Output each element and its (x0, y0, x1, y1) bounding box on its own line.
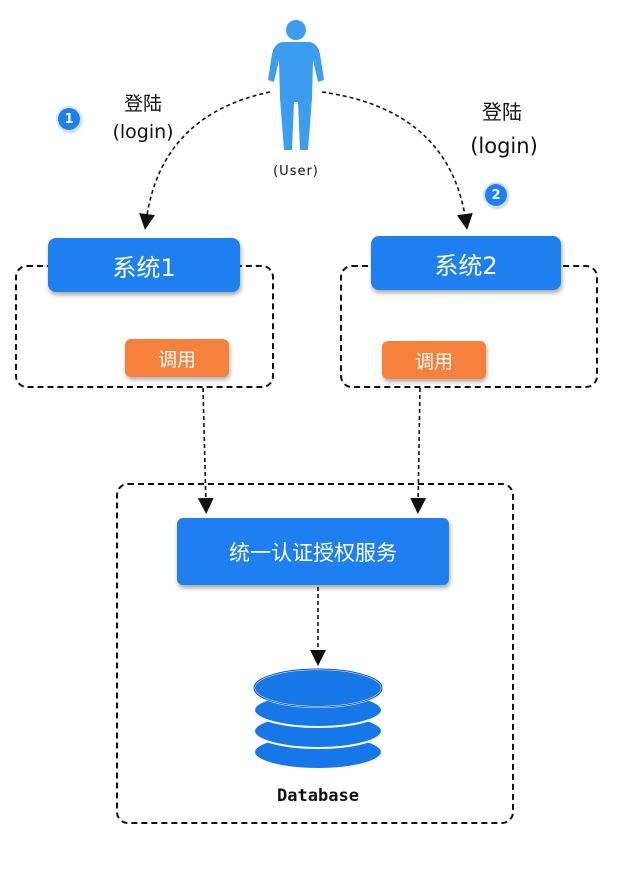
system1-call-box: 调用 (125, 339, 229, 377)
call-arrow-left (197, 387, 214, 514)
login-subtitle-left: (login) (112, 121, 174, 143)
database-label: Database (277, 786, 359, 806)
system2-call-box: 调用 (382, 341, 486, 379)
person-icon (268, 20, 324, 150)
login-arrow-left (139, 91, 271, 230)
login-subtitle-right: (login) (470, 134, 538, 158)
login-title-left: 登陆 (123, 93, 162, 115)
auth-service-box: 统一认证授权服务 (177, 518, 449, 585)
step-badge-1: 1 (58, 108, 80, 130)
user-label: (User) (273, 164, 319, 179)
system2-box: 系统2 (371, 236, 561, 290)
database-icon (253, 668, 383, 770)
step-badge-2: 2 (485, 184, 507, 206)
login-arrow-right (321, 91, 473, 230)
system1-box: 系统1 (48, 238, 240, 292)
login-title-right: 登陆 (482, 100, 522, 124)
auth-service-container (116, 483, 514, 824)
call-arrow-right (410, 387, 427, 514)
